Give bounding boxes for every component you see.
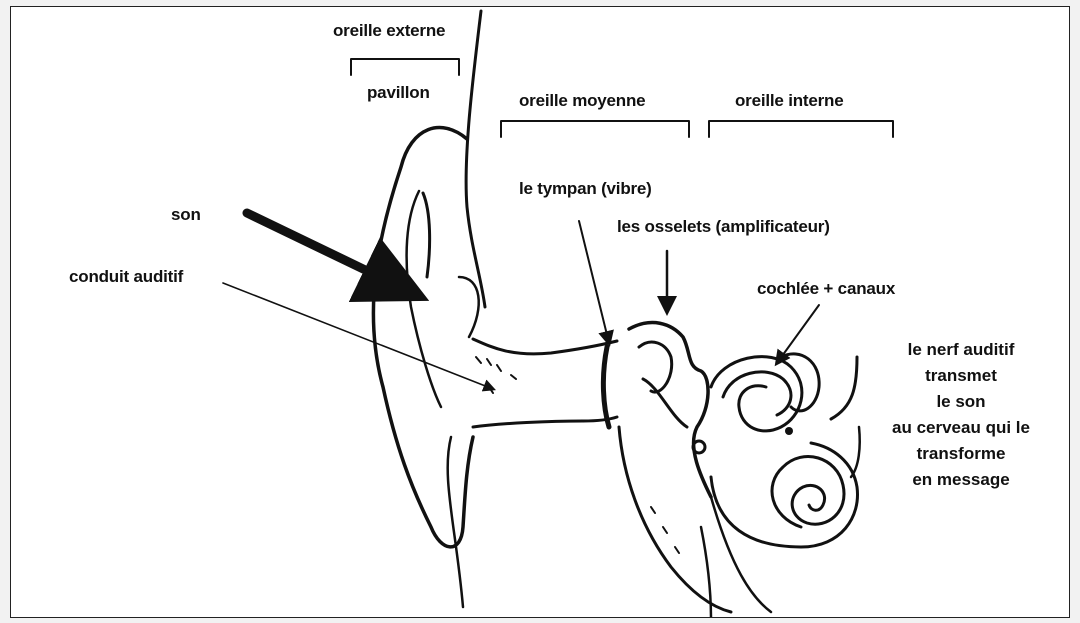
outer-ear-label: oreille externe xyxy=(333,21,445,41)
ear-canal-label: conduit auditif xyxy=(69,267,183,287)
nerve-caption-line: au cerveau qui le xyxy=(871,415,1051,441)
cochlea-spiral xyxy=(772,457,844,527)
nerve-caption-line: en message xyxy=(871,467,1051,493)
ear-canal xyxy=(473,339,617,354)
ossicles-label: les osselets (amplificateur) xyxy=(617,217,830,237)
eardrum-pointer xyxy=(579,221,609,343)
auditory-nerve-caption: le nerf auditif transmet le son au cerve… xyxy=(871,337,1051,493)
pinna-outline xyxy=(373,128,473,547)
eardrum-label: le tympan (vibre) xyxy=(519,179,652,199)
pinna-label: pavillon xyxy=(367,83,430,103)
nerve-caption-line: transmet xyxy=(871,363,1051,389)
ear-canal-pointer xyxy=(223,283,493,389)
middle-ear-bracket xyxy=(501,121,689,137)
sound-label: son xyxy=(171,205,201,225)
middle-ear-label: oreille moyenne xyxy=(519,91,645,111)
inner-ear-label: oreille interne xyxy=(735,91,843,111)
head-outline xyxy=(466,11,485,307)
cochlea-label: cochlée + canaux xyxy=(757,279,895,299)
inner-ear-bracket xyxy=(709,121,893,137)
nerve-caption-line: transforme xyxy=(871,441,1051,467)
nerve-caption-line: le nerf auditif xyxy=(871,337,1051,363)
outer-ear-bracket xyxy=(351,59,459,75)
diagram-frame: oreille externe pavillon oreille moyenne… xyxy=(10,6,1070,618)
eardrum xyxy=(603,347,609,427)
nerve-caption-line: le son xyxy=(871,389,1051,415)
sound-arrow xyxy=(247,213,413,293)
auditory-nerve xyxy=(831,357,857,419)
